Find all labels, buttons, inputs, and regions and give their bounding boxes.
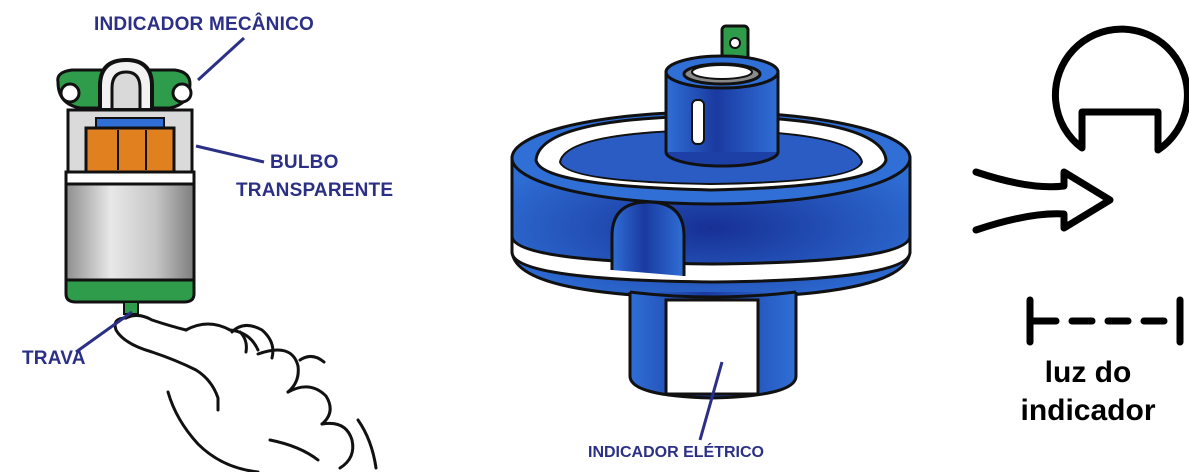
label-electric-indicator: INDICADOR ELÉTRICO xyxy=(588,444,764,461)
label-lock: TRAVA xyxy=(22,348,86,369)
label-bulb-line1: BULBO xyxy=(270,152,339,173)
indicator-light-symbol xyxy=(972,25,1189,346)
leader-line-electric xyxy=(698,361,724,441)
electric-indicator-illustration xyxy=(510,24,912,400)
mechanical-indicator-illustration xyxy=(56,57,196,315)
label-mechanical-indicator: INDICADOR MECÂNICO xyxy=(94,14,314,35)
label-bulb-line2: TRANSPARENTE xyxy=(236,180,394,201)
hand-illustration xyxy=(113,313,378,472)
label-indicator-light-line2: indicador xyxy=(1020,394,1156,427)
leader-lines-left xyxy=(75,36,265,354)
label-indicator-light-line1: luz do xyxy=(1044,356,1132,389)
